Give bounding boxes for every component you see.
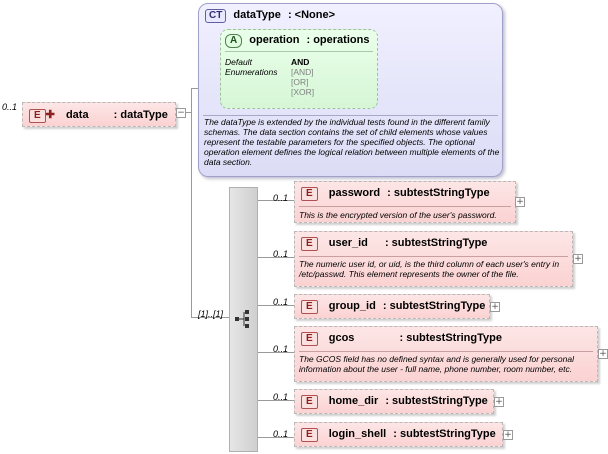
element-name: user_id: [328, 237, 368, 249]
password-multiplicity: 0..1: [273, 193, 289, 203]
connector-trunk: [191, 88, 192, 317]
connector-root-to-trunk: [186, 112, 192, 113]
complex-type-type: : <None>: [287, 9, 336, 21]
connector-trunk-to-sequence: [191, 317, 229, 318]
complex-type-name: dataType: [233, 9, 281, 21]
complex-type-badge: CT: [205, 9, 227, 23]
element-badge: E: [301, 332, 318, 346]
connector-child-login-shell: [256, 437, 294, 438]
element-badge: E: [301, 300, 318, 314]
expand-icon[interactable]: +: [494, 397, 504, 407]
expand-icon[interactable]: +: [515, 197, 525, 207]
element-user-id[interactable]: E user_id : subtestStringType The numeri…: [294, 231, 573, 287]
login-shell-multiplicity: 0..1: [273, 429, 289, 439]
attribute-name: operation: [249, 34, 300, 46]
element-badge: E: [301, 237, 318, 251]
element-badge: E: [29, 109, 46, 123]
element-type: : subtestStringType: [393, 428, 496, 440]
element-description: The GCOS field has no defined syntax and…: [299, 354, 574, 374]
attribute-enum-or: [OR]: [291, 77, 309, 87]
connector-child-gcos: [256, 352, 294, 353]
attribute-box-operation[interactable]: A operation : operations Default Enumera…: [220, 29, 378, 109]
element-type: : subtestStringType: [399, 332, 502, 344]
element-description: The numeric user id, or uid, is the thir…: [299, 259, 560, 279]
sequence-icon: [235, 310, 249, 328]
element-login-shell[interactable]: E login_shell : subtestStringType: [294, 422, 503, 447]
element-badge: E: [301, 187, 318, 201]
connector-child-home-dir: [256, 400, 294, 401]
root-collapse-icon[interactable]: −: [176, 108, 186, 118]
sequence-compositor[interactable]: [229, 187, 258, 452]
element-group-id[interactable]: E group_id : subtestStringType: [294, 294, 490, 319]
expand-icon[interactable]: +: [503, 430, 513, 440]
attribute-type: : operations: [306, 34, 370, 46]
element-badge: E: [301, 395, 318, 409]
element-home-dir[interactable]: E home_dir : subtestStringType: [294, 389, 494, 414]
group-id-multiplicity: 0..1: [273, 297, 289, 307]
element-description: This is the encrypted version of the use…: [299, 210, 497, 220]
connector-trunk-to-ct: [191, 88, 199, 89]
element-badge: E: [301, 428, 318, 442]
attribute-badge: A: [225, 34, 243, 48]
complex-type-description: The dataType is extended by the individu…: [204, 117, 500, 167]
expand-icon[interactable]: +: [598, 349, 608, 359]
element-name: home_dir: [328, 395, 379, 407]
complex-type-box[interactable]: CT dataType : <None> A operation : opera…: [198, 3, 503, 177]
element-password[interactable]: E password : subtestStringType This is t…: [294, 181, 516, 223]
attribute-enum-and: [AND]: [291, 67, 314, 77]
element-type: : subtestStringType: [384, 237, 488, 249]
connector-child-user-id: [256, 257, 294, 258]
element-name: password: [328, 187, 381, 199]
element-gcos[interactable]: E gcos : subtestStringType The GCOS fiel…: [294, 326, 598, 382]
home-dir-multiplicity: 0..1: [273, 392, 289, 402]
attribute-enum-xor: [XOR]: [291, 87, 315, 97]
element-name: login_shell: [328, 428, 387, 440]
attribute-enum-label: Enumerations: [225, 67, 278, 77]
root-element-name: data: [65, 109, 89, 121]
connector-child-group-id: [256, 305, 294, 306]
gcos-multiplicity: 0..1: [273, 344, 289, 354]
root-multiplicity: 0..1: [2, 102, 18, 112]
expand-icon: ✚: [45, 109, 55, 121]
expand-icon[interactable]: +: [490, 302, 500, 312]
element-type: : subtestStringType: [382, 300, 486, 312]
connector-child-password: [256, 200, 294, 201]
attribute-default-value: AND: [291, 57, 310, 67]
sequence-multiplicity: [1]..[1]: [198, 309, 224, 319]
user-id-multiplicity: 0..1: [273, 249, 289, 259]
element-type: : subtestStringType: [387, 187, 490, 199]
element-name: gcos: [328, 332, 355, 344]
expand-icon[interactable]: +: [573, 254, 583, 264]
root-element-data[interactable]: E✚ data : dataType: [22, 102, 176, 127]
attribute-default-label: Default: [225, 57, 252, 67]
element-type: : subtestStringType: [385, 395, 488, 407]
root-element-type: : dataType: [113, 109, 168, 121]
element-name: group_id: [328, 300, 376, 312]
